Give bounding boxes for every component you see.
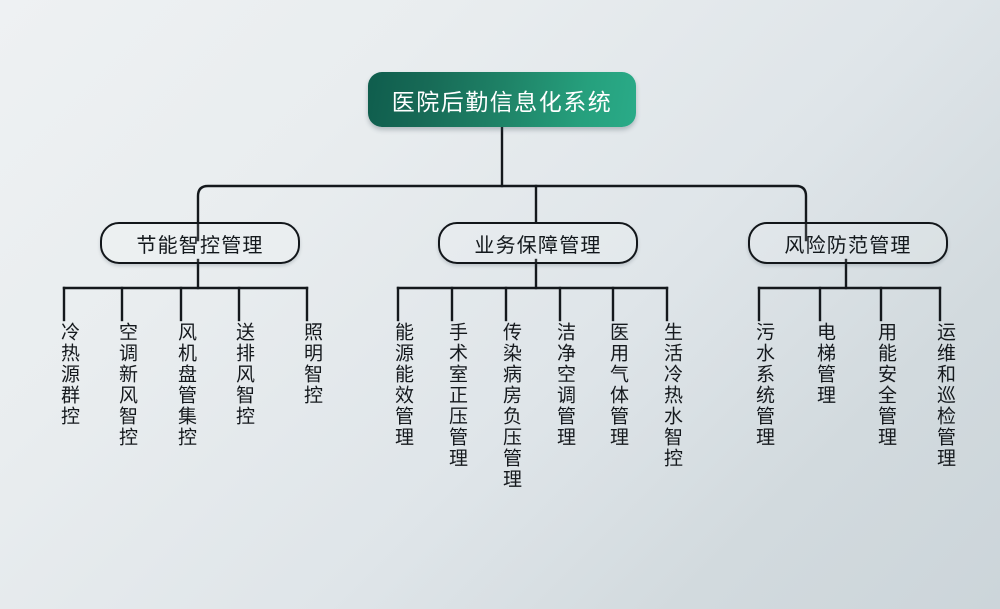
leaf-node[interactable]: 洁净空调管理 xyxy=(554,322,575,448)
category-node-business[interactable]: 业务保障管理 xyxy=(438,222,638,264)
root-node-label: 医院后勤信息化系统 xyxy=(391,88,613,115)
category-node-label: 节能智控管理 xyxy=(136,234,264,257)
category-node-label: 风险防范管理 xyxy=(784,234,912,257)
leaf-node[interactable]: 风机盘管集控 xyxy=(175,322,196,448)
leaf-node[interactable]: 运维和巡检管理 xyxy=(934,322,955,469)
category-node-risk[interactable]: 风险防范管理 xyxy=(748,222,948,264)
leaf-node[interactable]: 送排风智控 xyxy=(233,322,254,427)
root-node[interactable]: 医院后勤信息化系统 xyxy=(368,72,636,127)
leaf-node[interactable]: 用能安全管理 xyxy=(875,322,896,448)
leaf-node[interactable]: 医用气体管理 xyxy=(607,322,628,448)
category-node-label: 业务保障管理 xyxy=(474,234,602,257)
leaf-node[interactable]: 冷热源群控 xyxy=(58,322,79,427)
leaf-node[interactable]: 生活冷热水智控 xyxy=(661,322,682,469)
leaf-node[interactable]: 能源能效管理 xyxy=(392,322,413,448)
leaf-node[interactable]: 空调新风智控 xyxy=(116,322,137,448)
leaf-node[interactable]: 手术室正压管理 xyxy=(446,322,467,469)
leaf-node[interactable]: 污水系统管理 xyxy=(753,322,774,448)
leaf-node[interactable]: 电梯管理 xyxy=(814,322,835,406)
category-node-energy[interactable]: 节能智控管理 xyxy=(100,222,300,264)
leaf-node[interactable]: 照明智控 xyxy=(301,322,322,406)
leaf-node[interactable]: 传染病房负压管理 xyxy=(500,322,521,490)
